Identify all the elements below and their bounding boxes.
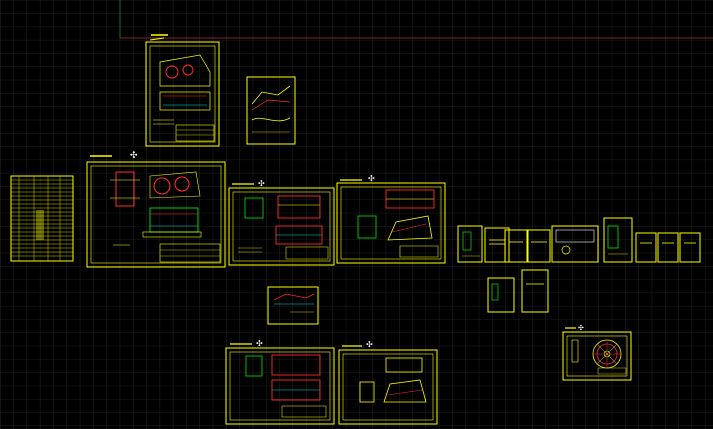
part-sheet-4[interactable] [527, 229, 551, 263]
drawing-sheet-2[interactable] [246, 76, 296, 145]
drawing-sheet-10[interactable]: ✣ [562, 324, 632, 381]
svg-text:✣: ✣ [130, 151, 138, 161]
parts-list-sheet[interactable] [10, 175, 74, 262]
part-sheet-8[interactable] [657, 232, 679, 263]
part-sheet-2[interactable] [484, 227, 510, 263]
drawing-sheet-5[interactable]: ✣ [228, 179, 335, 266]
drawing-sheet-7[interactable] [267, 286, 319, 325]
svg-text:✣: ✣ [256, 339, 263, 348]
part-sheet-9[interactable] [679, 232, 701, 263]
drawing-sheet-6[interactable]: ✣ [336, 174, 446, 264]
part-sheet-6[interactable] [603, 217, 633, 263]
svg-text:✣: ✣ [578, 324, 584, 332]
part-sheet-3[interactable] [504, 229, 528, 263]
drawing-sheet-assembly[interactable]: ✣ [86, 151, 226, 268]
svg-text:✣: ✣ [258, 179, 265, 188]
svg-text:✣: ✣ [368, 174, 375, 183]
drawing-sheet-8[interactable]: ✣ [225, 339, 335, 425]
drawing-sheet-9[interactable]: ✣ [338, 340, 438, 425]
drawing-sheet-1[interactable] [145, 34, 220, 147]
part-sheet-7[interactable] [635, 232, 657, 263]
part-sheet-1[interactable] [457, 225, 483, 263]
part-sheet-11[interactable] [521, 269, 549, 313]
part-sheet-5[interactable] [551, 225, 599, 263]
svg-text:✣: ✣ [366, 340, 373, 349]
part-sheet-10[interactable] [487, 277, 515, 313]
